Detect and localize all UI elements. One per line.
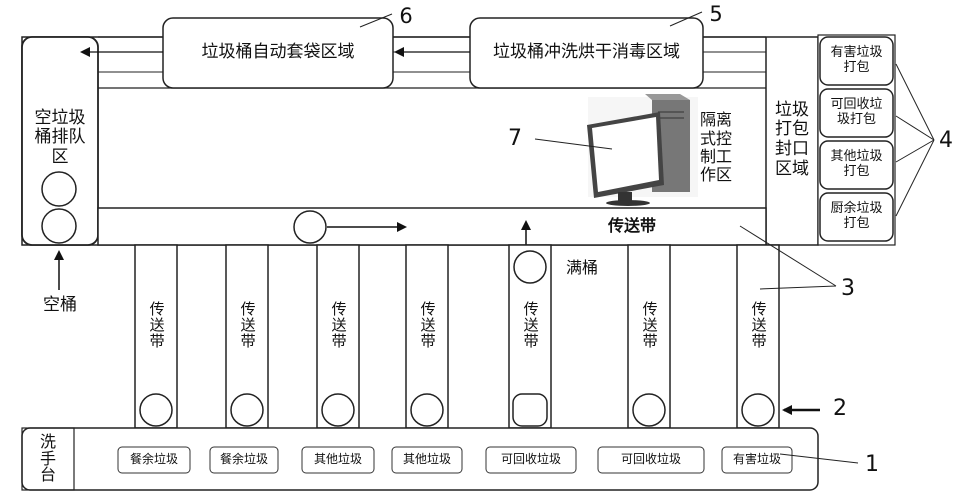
washing-zone-box	[469, 17, 704, 89]
wash-line-2: 手	[39, 448, 56, 468]
branch-label-2: 传送带	[238, 301, 257, 349]
pack-1-line-2: 打包	[843, 60, 870, 75]
bin-label-1: 餐余垃圾	[129, 452, 178, 467]
callout-6: 6	[399, 3, 413, 28]
empty-bin-label: 空桶	[43, 295, 77, 316]
control-line-1: 隔离	[699, 110, 732, 130]
bin-label-5: 可回收垃圾	[500, 452, 561, 467]
sealing-line-4: 区域	[775, 158, 809, 179]
pack-label-2: 可回收垃 圾打包	[820, 89, 893, 137]
washing-zone-label: 垃圾桶冲洗烘干消毒区域	[493, 42, 680, 63]
control-line-4: 作区	[699, 165, 732, 185]
bin-label-2: 餐余垃圾	[219, 452, 268, 467]
bagging-zone-box	[162, 17, 394, 89]
pack-4-line-1: 厨余垃圾	[830, 201, 883, 217]
pack-2-line-2: 圾打包	[836, 112, 876, 127]
bin-label-3: 其他垃圾	[313, 452, 362, 467]
pack-4-line-2: 打包	[843, 216, 870, 231]
branch-label-1: 传送带	[147, 301, 166, 349]
sealing-line-3: 封口	[775, 139, 809, 159]
full-bin-label: 满桶	[565, 257, 598, 277]
pack-box-3	[819, 140, 894, 190]
bin-label-4: 其他垃圾	[402, 452, 451, 467]
branch-label-6: 传送带	[640, 301, 659, 349]
sealing-line-2: 打包	[775, 119, 809, 140]
pack-3-line-1: 其他垃圾	[830, 149, 883, 165]
empty-queue-line-1: 空垃圾	[34, 107, 86, 128]
pack-label-1: 有害垃圾 打包	[820, 37, 893, 85]
main-conveyor	[97, 207, 767, 246]
pack-3-line-2: 打包	[843, 164, 870, 179]
control-line-3: 制工	[699, 147, 732, 166]
empty-queue-line-2: 桶排队	[34, 127, 86, 148]
pack-box-4	[819, 192, 894, 242]
branch-label-5: 传送带	[521, 301, 540, 349]
callout-7: 7	[508, 126, 522, 152]
callout-1: 1	[865, 452, 879, 478]
pack-box-1	[819, 36, 894, 86]
empty-queue-label: 空垃圾 桶排队 区	[22, 105, 98, 171]
wash-line-1: 洗	[39, 431, 56, 451]
callout-4: 4	[939, 128, 953, 154]
callout-5: 5	[709, 1, 723, 26]
sealing-zone-label: 垃圾 打包 封口 区域	[766, 95, 818, 185]
empty-queue-box	[21, 36, 99, 246]
bin-label-7: 有害垃圾	[732, 452, 781, 467]
main-conveyor-label: 传送带	[607, 215, 656, 235]
control-line-2: 式控	[699, 128, 732, 148]
branch-label-4: 传送带	[418, 301, 437, 349]
pack-1-line-1: 有害垃圾	[830, 45, 883, 61]
bagging-zone-label: 垃圾桶自动套袋区域	[201, 42, 355, 63]
branch-label-3: 传送带	[329, 301, 348, 349]
empty-queue-line-3: 区	[51, 146, 69, 167]
bin-label-6: 可回收垃圾	[620, 452, 681, 467]
wash-station-label: 洗 手 台	[22, 428, 74, 490]
pack-label-3: 其他垃圾 打包	[820, 141, 893, 189]
pack-label-4: 厨余垃圾 打包	[820, 193, 893, 241]
callout-2: 2	[833, 396, 847, 422]
branch-label-7: 传送带	[749, 301, 768, 349]
callout-3: 3	[841, 276, 855, 302]
wash-line-3: 台	[39, 465, 56, 485]
sealing-line-1: 垃圾	[775, 99, 809, 120]
computer-icon	[587, 94, 698, 206]
control-zone-label: 隔离 式控 制工 作区	[694, 104, 738, 192]
pack-box-2	[819, 88, 894, 138]
pack-2-line-1: 可回收垃	[830, 97, 883, 113]
